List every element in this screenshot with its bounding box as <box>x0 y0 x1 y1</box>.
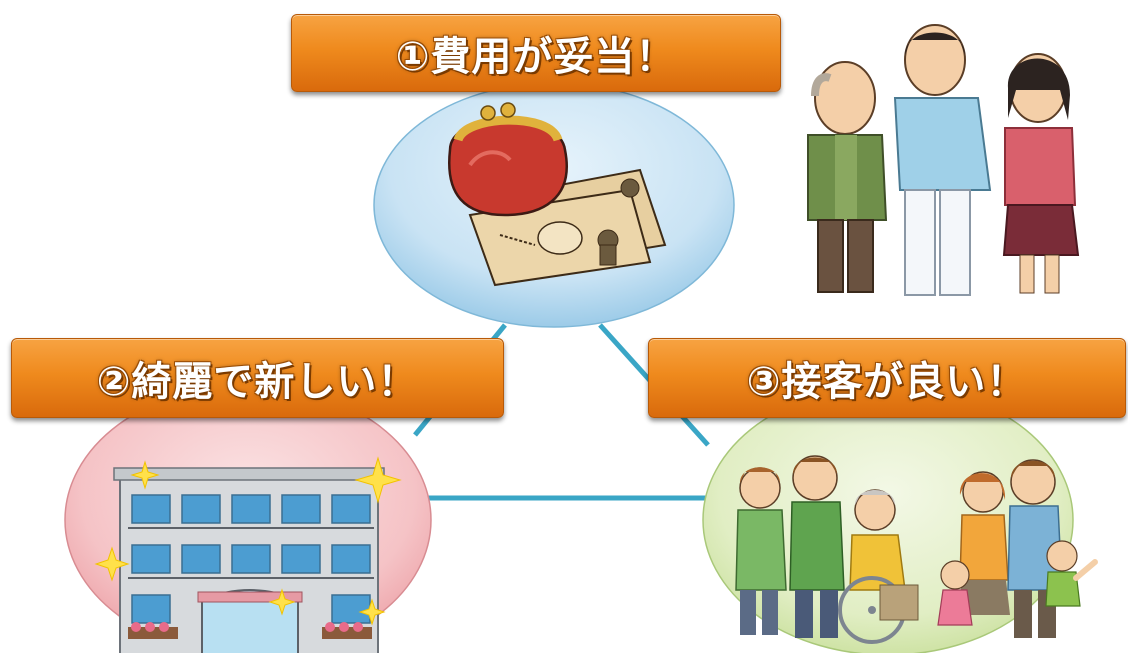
banner-cleanliness-label: ②綺麗で新しい！ <box>96 359 419 405</box>
caregiver-with-family-icon <box>807 24 1080 296</box>
banner-cost-label: ①費用が妥当！ <box>395 34 677 80</box>
coin-purse-money-icon <box>448 102 667 287</box>
sparkle-icons <box>94 456 402 626</box>
banner-service-label: ③接客が良い！ <box>746 359 1028 405</box>
care-staff-and-family-icon <box>735 455 1098 644</box>
banner-cost: ①費用が妥当！ <box>291 14 781 92</box>
banner-service: ③接客が良い！ <box>648 338 1126 418</box>
apartment-building-icon <box>113 467 385 653</box>
banner-cleanliness: ②綺麗で新しい！ <box>11 338 504 418</box>
